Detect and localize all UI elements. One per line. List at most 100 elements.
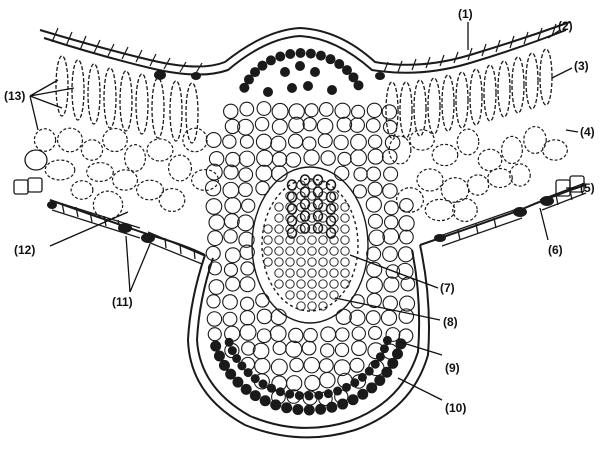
- palisade-cell: [456, 72, 468, 128]
- spongy-cell: [467, 175, 488, 195]
- bundle-cell: [308, 280, 316, 288]
- parenchyma-cell: [384, 201, 398, 215]
- collenchyma-cell: [358, 373, 367, 382]
- collenchyma-cell: [250, 390, 261, 401]
- bundle-cell: [275, 225, 283, 233]
- leader-6: [540, 208, 548, 240]
- parenchyma-cell: [338, 152, 351, 165]
- bundle-cell: [264, 225, 272, 233]
- bundle-cell: [297, 247, 305, 255]
- bundle-cell: [319, 280, 327, 288]
- collenchyma-cell: [305, 391, 314, 400]
- collenchyma-cell: [228, 346, 237, 355]
- collenchyma-cell: [296, 48, 306, 58]
- collenchyma-cell: [244, 368, 253, 377]
- parenchyma-cell: [303, 118, 316, 131]
- label-9: (9): [445, 361, 460, 375]
- spongy-cell: [169, 155, 192, 181]
- collenchyma-cell: [314, 391, 323, 400]
- parenchyma-cell: [226, 152, 240, 166]
- parenchyma-cell: [366, 311, 380, 325]
- label-7: (7): [440, 281, 455, 295]
- parenchyma-cell: [223, 312, 237, 326]
- label-3: (3): [574, 59, 589, 73]
- collenchyma-cell: [295, 61, 305, 71]
- palisade-cell: [442, 75, 454, 131]
- parenchyma-cell: [257, 102, 271, 116]
- parenchyma-cell: [383, 229, 399, 245]
- parenchyma-cell: [383, 247, 398, 262]
- parenchyma-cell: [224, 214, 239, 229]
- palisade-cell: [136, 74, 148, 134]
- parenchyma-cell: [290, 358, 304, 372]
- parenchyma-cell: [223, 182, 239, 198]
- parenchyma-cell: [303, 137, 316, 150]
- collenchyma-cell: [353, 80, 363, 90]
- label-6: (6): [548, 243, 563, 257]
- parenchyma-cell: [256, 134, 271, 149]
- parenchyma-cell: [240, 277, 255, 292]
- lower-collenchyma: [210, 336, 406, 416]
- collenchyma-cell: [324, 389, 333, 398]
- xylem-vessel: [327, 204, 336, 214]
- parenchyma-cell: [287, 376, 302, 391]
- parenchyma-cell: [238, 215, 254, 231]
- bundle-cell: [286, 269, 294, 277]
- parenchyma-cell: [272, 152, 286, 166]
- parenchyma-cell: [321, 151, 335, 165]
- parenchyma-cell: [224, 165, 238, 179]
- spongy-cell: [453, 199, 477, 222]
- parenchyma-cell: [382, 105, 396, 119]
- parenchyma-cell: [240, 135, 253, 148]
- parenchyma-cell: [384, 277, 399, 292]
- parenchyma-cell: [208, 231, 223, 246]
- palisade-cell: [400, 82, 412, 138]
- spongy-cell: [81, 140, 102, 160]
- collenchyma-cell: [219, 360, 230, 371]
- collenchyma-cell: [295, 391, 304, 400]
- parenchyma-cell: [206, 133, 221, 148]
- palisade-cell: [170, 81, 182, 141]
- collenchyma-cell: [275, 51, 285, 61]
- spongy-cell: [488, 169, 513, 188]
- bundle-cell: [275, 247, 283, 255]
- collenchyma-cell: [371, 360, 380, 369]
- collenchyma-cell: [280, 67, 290, 77]
- parenchyma-cell: [368, 149, 383, 164]
- collenchyma-cell: [241, 384, 252, 395]
- parenchyma-cell: [304, 357, 319, 372]
- collenchyma-cell: [310, 67, 320, 77]
- parenchyma-cell: [367, 103, 381, 117]
- bundle-cell: [341, 203, 349, 211]
- spongy-cell: [510, 164, 530, 186]
- palisade-cell: [428, 78, 440, 134]
- collenchyma-cell: [315, 404, 326, 415]
- leader-11: [126, 236, 150, 292]
- bundle-cell: [297, 291, 305, 299]
- collenchyma-cell: [285, 49, 295, 59]
- spongy-cell: [417, 169, 443, 191]
- palisade-cell: [414, 80, 426, 136]
- spongy-cell: [113, 170, 138, 190]
- bundle-cell: [297, 236, 305, 244]
- bundle-cell: [275, 203, 283, 211]
- parenchyma-cell: [384, 167, 398, 181]
- parenchyma-cell: [335, 343, 348, 356]
- parenchyma-cell: [383, 184, 397, 198]
- collenchyma-cell: [383, 336, 392, 345]
- parenchyma-cell: [239, 168, 253, 182]
- bundle-cell: [308, 258, 316, 266]
- parenchyma-cell: [305, 104, 318, 117]
- leader-8: [335, 298, 440, 320]
- parenchyma-cell: [367, 247, 381, 261]
- xylem-vessel: [314, 211, 323, 221]
- parenchyma-cell: [209, 280, 224, 295]
- bundle-cell: [275, 258, 283, 266]
- parenchyma-cell: [368, 135, 381, 148]
- spongy-cell: [87, 163, 114, 182]
- label-12: (12): [14, 243, 35, 257]
- collenchyma-cell: [348, 394, 359, 405]
- parenchyma-cell: [255, 117, 268, 130]
- bundle-cell: [330, 258, 338, 266]
- parenchyma-cell: [335, 103, 350, 118]
